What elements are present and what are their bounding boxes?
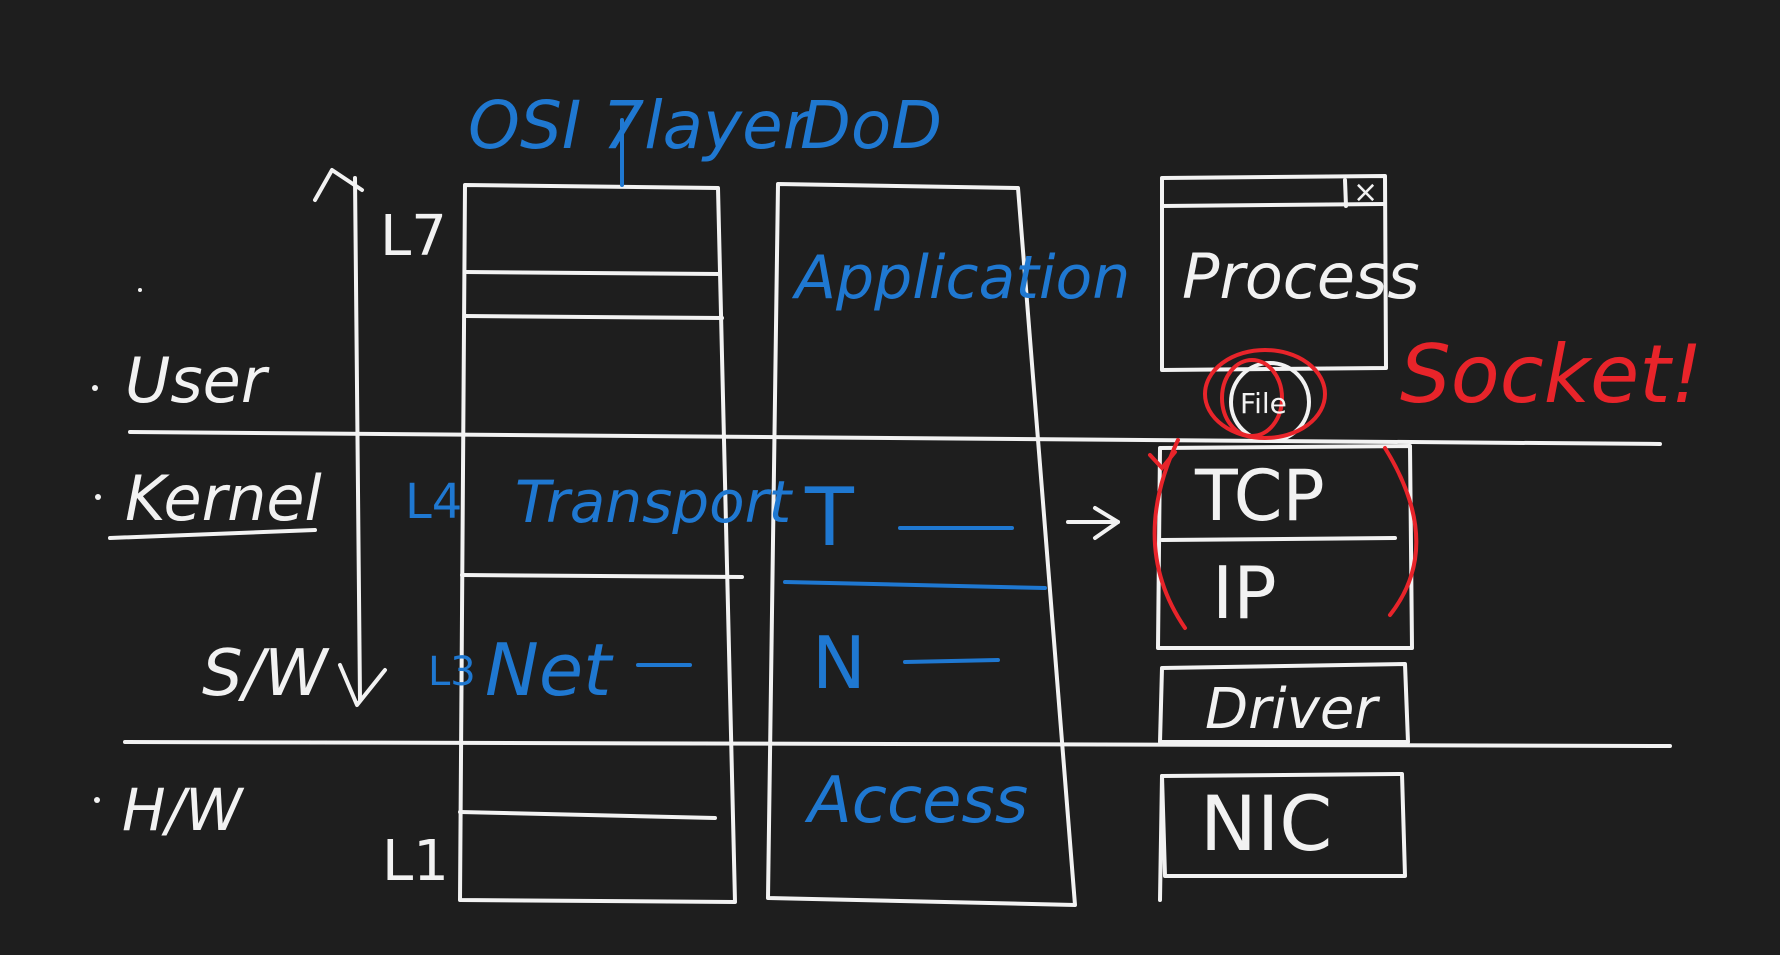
osi-divider-l6-l5: [463, 314, 724, 320]
red-tick-mark: [1148, 450, 1177, 472]
arrow-up-head: [313, 168, 364, 202]
dod-title: DoD: [800, 87, 942, 164]
hw-bullet: [94, 797, 100, 803]
tcp-label: TCP: [1194, 455, 1325, 537]
osi-divider-l7-l6: [463, 270, 722, 276]
osi-divider-l4-l3: [460, 573, 744, 579]
blue-lines: [620, 118, 1047, 667]
chalk-lines: [108, 168, 1672, 907]
socket-label: Socket!: [1400, 328, 1703, 421]
l1-label: L1: [382, 829, 449, 894]
kernel-hardware-boundary-line: [123, 740, 1672, 748]
to-tcp-arrow-head: [1093, 506, 1120, 540]
net-label: Net: [485, 628, 614, 712]
socket-outer-circle: [1203, 348, 1327, 440]
l3-label: L3: [428, 649, 476, 695]
dod-network-label: N: [812, 621, 866, 705]
osi-title: OSI 7layer: [468, 87, 814, 164]
ip-label: IP: [1212, 551, 1277, 635]
nic-label: NIC: [1200, 779, 1332, 868]
user-bullet: [92, 385, 98, 391]
user-label: User: [125, 344, 270, 417]
hw-label: H/W: [122, 776, 245, 844]
access-label: Access: [804, 764, 1028, 838]
dod-transport-label: T: [804, 471, 855, 564]
arrow-down-head: [338, 663, 387, 707]
file-circle: [1229, 361, 1311, 443]
process-window-titlebar: [1160, 202, 1387, 208]
titlebar-separator: [1343, 178, 1348, 208]
window-close-icon: ×: [1353, 175, 1378, 210]
kernel-bullet: [95, 494, 101, 500]
stray-dot: [138, 288, 142, 292]
l7-label: L7: [380, 204, 447, 269]
layer-range-arrow-shaft: [353, 176, 362, 702]
osi-column-box: [458, 183, 737, 904]
file-label: File: [1240, 387, 1287, 420]
tcp-ip-left-paren: [1152, 438, 1187, 630]
bullet-dots: [92, 288, 142, 803]
tcp-ip-divider: [1160, 536, 1397, 542]
nic-box: [1160, 772, 1407, 878]
dod-divider-t-n: [783, 580, 1047, 590]
red-lines: [1148, 348, 1419, 630]
nic-box-left-tail: [1158, 774, 1164, 902]
tcp-ip-right-paren: [1383, 446, 1419, 617]
osi-divider-l2-l1: [458, 810, 717, 820]
kernel-label: Kernel: [125, 462, 322, 535]
application-label: Application: [791, 243, 1130, 313]
transport-label: Transport: [515, 468, 793, 536]
process-label: Process: [1182, 240, 1420, 313]
driver-box: [1158, 662, 1410, 744]
dod-n-dash: [903, 658, 1000, 664]
user-kernel-boundary-line: [128, 430, 1662, 446]
tcp-ip-box: [1156, 444, 1414, 650]
driver-label: Driver: [1205, 677, 1380, 742]
kernel-underline: [108, 528, 317, 540]
dod-column-box: [766, 182, 1077, 907]
sw-label: S/W: [202, 637, 330, 711]
l4-label: L4: [405, 474, 462, 530]
process-window-box: [1160, 174, 1388, 372]
